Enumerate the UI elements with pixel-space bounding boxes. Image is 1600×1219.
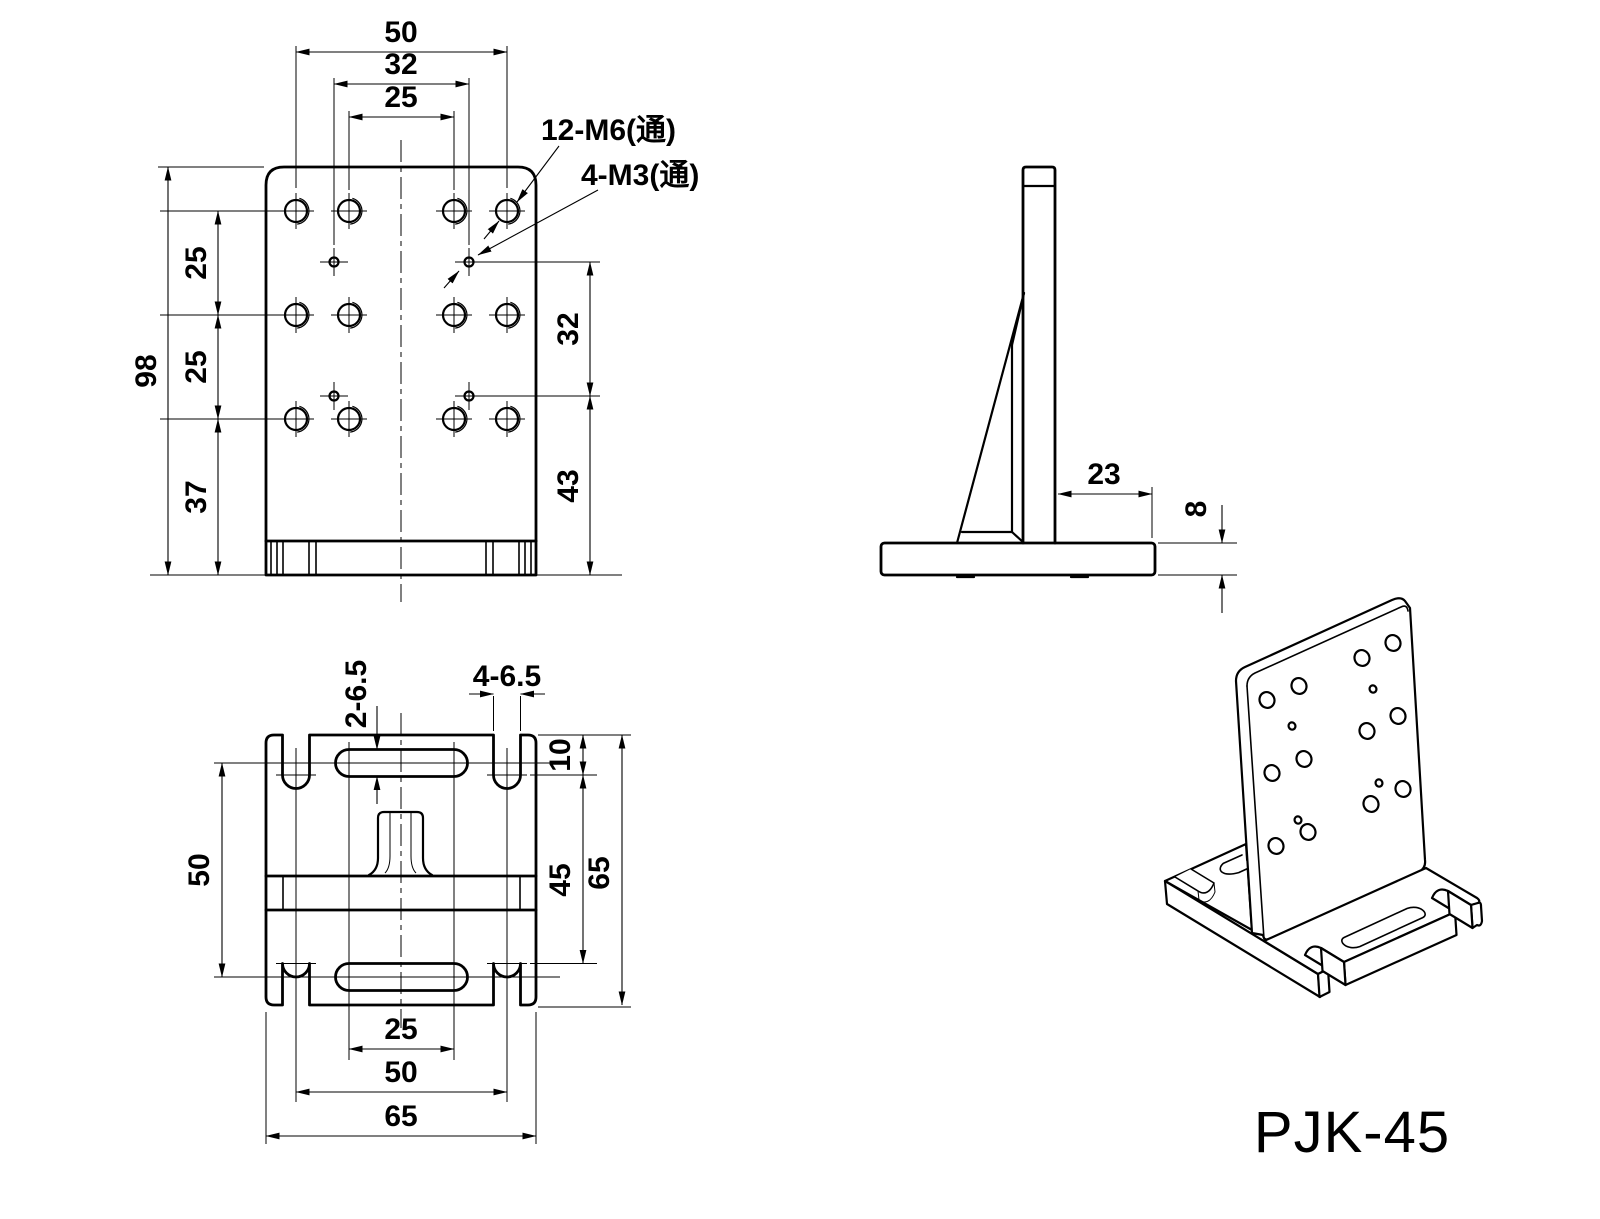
leader-lines (443, 145, 599, 289)
side-view: 23 8 (879, 165, 1237, 613)
dim-8: 8 (1180, 501, 1213, 518)
front-dimension-lines (164, 48, 594, 576)
dim-10: 10 (544, 738, 577, 771)
dim-slot-width: 2-6.5 (340, 660, 373, 728)
dim-23: 23 (1087, 458, 1120, 491)
dim-25-row2: 25 (180, 350, 213, 383)
m6-holes (278, 193, 525, 437)
gusset-rib (955, 291, 1026, 545)
iso-base-top (1262, 866, 1481, 976)
dim-25-row1: 25 (180, 246, 213, 279)
base-edge-ticks (270, 542, 532, 574)
dim-32-right: 32 (552, 312, 585, 345)
dim-65-right: 65 (583, 856, 616, 889)
m3-holes (320, 248, 483, 410)
rib-top-view (367, 810, 434, 877)
bottom-view: 2-6.5 4-6.5 10 50 45 65 25 50 65 (183, 660, 631, 1144)
bottom-dimension-lines (218, 690, 626, 1140)
dim-50-bottom: 50 (384, 1056, 417, 1089)
dim-45: 45 (544, 863, 577, 896)
dim-65-bottom: 65 (384, 1100, 417, 1133)
iso-front-slot (1341, 906, 1426, 949)
side-extension-lines (1151, 487, 1237, 576)
leader-label-m6: 12-M6(通) (541, 114, 676, 147)
dim-25-top: 25 (384, 81, 417, 114)
dim-43-right: 43 (552, 469, 585, 502)
dim-98: 98 (130, 354, 163, 387)
iso-holes (1258, 633, 1412, 856)
front-view: 50 32 25 25 25 98 37 32 43 12-M6(通) 4-M3… (130, 16, 699, 602)
dim-notch-width: 4-6.5 (473, 660, 541, 693)
dim-32-top: 32 (384, 48, 417, 81)
front-extension-lines (158, 46, 600, 420)
dim-25-bottom: 25 (384, 1013, 417, 1046)
dim-50-left: 50 (183, 853, 216, 886)
dim-50-top: 50 (384, 16, 417, 49)
bottom-extension-lines (265, 696, 631, 1144)
isometric-view (1163, 597, 1484, 999)
dim-37: 37 (180, 480, 213, 513)
part-number-title: PJK-45 (1254, 1100, 1450, 1165)
bottom-centerlines (214, 742, 560, 1102)
leader-label-m3: 4-M3(通) (581, 159, 699, 192)
iso-back-notch (1174, 868, 1216, 903)
